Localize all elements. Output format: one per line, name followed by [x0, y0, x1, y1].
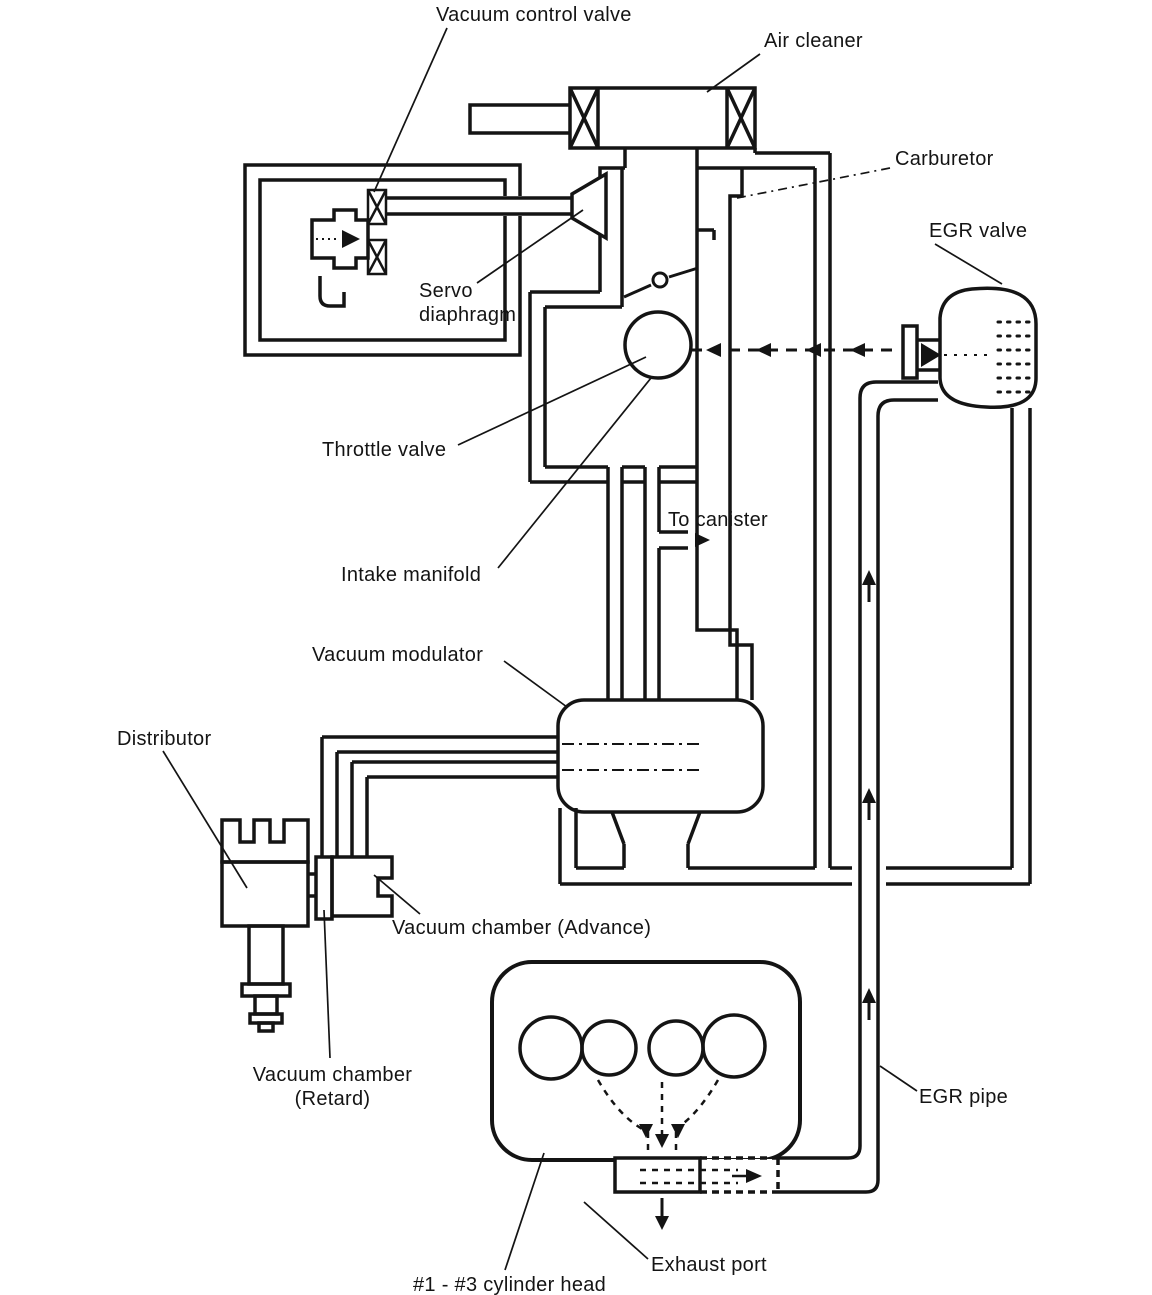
egr-up-arrow-2 — [862, 788, 876, 803]
exhaust-port-box — [613, 1156, 702, 1194]
leader-vacuum-chamber-retard — [323, 909, 331, 1059]
canister-flow-arrow — [695, 533, 710, 547]
egr-up-arrow-3 — [862, 988, 876, 1003]
label-carburetor: Carburetor — [895, 148, 994, 170]
cylinder-port-1 — [518, 1015, 584, 1081]
throttle-valve-drawing — [623, 266, 699, 380]
leader-egr-pipe — [879, 1065, 918, 1092]
leader-exhaust-port — [583, 1201, 649, 1260]
vcv-valve-cone — [342, 230, 360, 248]
label-exhaust-port: Exhaust port — [651, 1254, 767, 1276]
label-air-cleaner: Air cleaner — [764, 30, 863, 52]
flow-arrow-left-4 — [850, 343, 865, 357]
flow-arrow-left-1 — [706, 343, 721, 357]
vacuum-chamber-advance-body — [330, 855, 394, 918]
flow-arrow-right-port — [746, 1169, 762, 1183]
distributor-drawing — [220, 818, 310, 1033]
egr-flow-dashed-line — [691, 343, 900, 357]
leader-egr-valve — [934, 243, 1003, 285]
leader-cylinder-head — [504, 1152, 545, 1271]
leader-throttle-valve — [457, 356, 647, 446]
label-cylinder-head: #1 - #3 cylinder head — [413, 1274, 607, 1295]
egr-valve-poppet — [921, 343, 941, 367]
label-throttle-valve: Throttle valve — [322, 439, 447, 461]
exhaust-flow-arrows — [596, 533, 876, 1230]
label-vacuum-chamber-advance: Vacuum chamber (Advance) — [392, 917, 652, 939]
carburetor-intake-drawing — [528, 166, 716, 484]
label-intake-manifold: Intake manifold — [341, 564, 482, 586]
throttle-linkage-pivot — [651, 271, 669, 289]
label-retard-line2: (Retard) — [294, 1088, 371, 1110]
leader-carburetor — [736, 167, 891, 199]
label-to-canister: To canister — [668, 509, 769, 531]
vacuum-modulator-body — [556, 698, 765, 814]
label-vacuum-modulator: Vacuum modulator — [312, 644, 484, 666]
egr-valve-body — [938, 286, 1038, 409]
egr-valve-dotted-face — [996, 320, 1032, 394]
distributor-shaft — [247, 924, 285, 986]
label-vacuum-chamber-retard: Vacuum chamber (Retard) — [240, 1063, 425, 1111]
flow-arrow-left-3 — [806, 343, 821, 357]
air-cleaner-snorkel — [468, 103, 570, 135]
leader-servo-diaphragm — [476, 209, 584, 284]
label-servo-line1: Servo — [419, 280, 473, 302]
leader-intake-manifold — [497, 377, 652, 569]
label-vacuum-control-valve: Vacuum control valve — [436, 4, 632, 26]
leader-distributor — [162, 750, 248, 889]
flow-arrow-down-2 — [655, 1134, 669, 1148]
leader-vacuum-modulator — [503, 660, 568, 708]
distributor-body — [220, 860, 310, 928]
flow-arrow-down-3 — [671, 1124, 685, 1138]
label-servo-line2: diaphragm — [419, 304, 517, 326]
vacuum-chambers-drawing — [308, 855, 394, 921]
flow-arrow-left-2 — [756, 343, 771, 357]
leader-vacuum-control-valve — [373, 27, 448, 193]
vacuum-modulator-drawing — [556, 698, 765, 814]
leader-vacuum-chamber-advance — [373, 874, 421, 915]
flow-arrow-down-port — [655, 1216, 669, 1230]
label-servo-diaphragm: Servo diaphragm — [419, 279, 516, 327]
throttle-valve-disc — [623, 310, 693, 380]
pipe-network-drawing — [320, 151, 1032, 886]
vcv-box-inner — [258, 178, 507, 342]
egr-up-arrow-1 — [862, 570, 876, 585]
air-cleaner-drawing — [468, 86, 757, 168]
leader-air-cleaner — [706, 53, 761, 93]
air-cleaner-body — [568, 86, 757, 150]
egr-valve-drawing — [901, 286, 1038, 409]
egr-valve-flange — [901, 324, 919, 380]
vcv-valve-body — [310, 208, 370, 270]
label-egr-valve: EGR valve — [929, 220, 1028, 242]
egr-pipe-drawing — [778, 380, 938, 1194]
cylinder-port-2 — [580, 1019, 638, 1077]
leader-lines — [162, 27, 1003, 1271]
servo-diaphragm-cone — [570, 170, 608, 242]
label-egr-pipe: EGR pipe — [919, 1086, 1009, 1108]
cylinder-port-4 — [701, 1013, 767, 1079]
label-retard-line1: Vacuum chamber — [252, 1064, 413, 1086]
cylinder-port-3 — [647, 1019, 705, 1077]
retard-vacuum-pipe — [350, 760, 558, 857]
advance-vacuum-pipe — [320, 735, 558, 857]
vacuum-control-valve-drawing — [243, 163, 522, 357]
distributor-cap — [220, 818, 310, 864]
vcv-bracket — [318, 276, 346, 308]
canister-stub — [659, 530, 688, 550]
flow-arrow-down-1 — [639, 1124, 653, 1138]
vacuum-chamber-retard-plate — [314, 855, 334, 921]
label-distributor: Distributor — [117, 728, 212, 750]
vcv-box-outer — [243, 163, 522, 357]
